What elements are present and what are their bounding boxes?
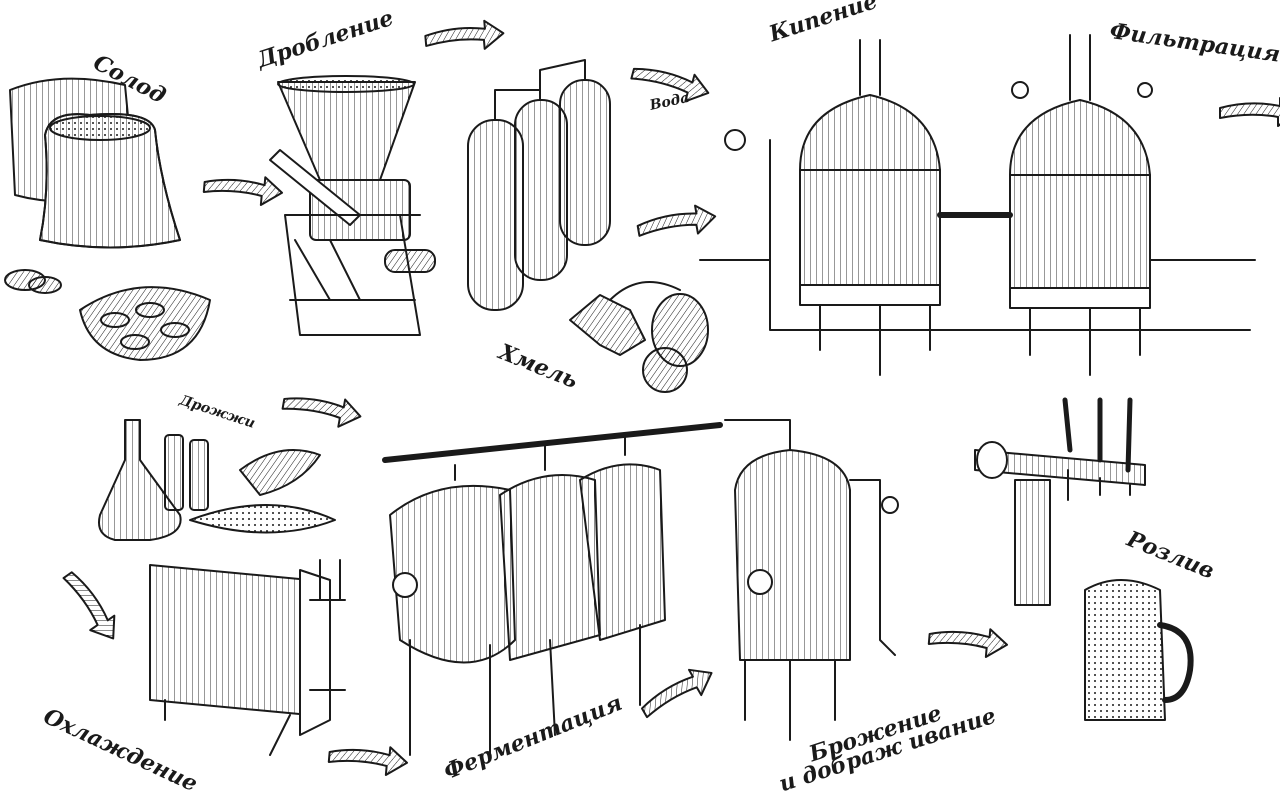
brewing-kettles-illustration: [699, 34, 1256, 376]
arrow-fermentation-to-maturation: [636, 659, 720, 726]
arrow-cooling-to-fermentation: [327, 741, 410, 778]
fermentation-tanks-illustration: [382, 422, 723, 756]
beer-tap-illustration: [974, 397, 1146, 606]
water-tanks-illustration: [467, 59, 611, 311]
grain-crusher-illustration: [269, 75, 436, 336]
heat-exchanger-illustration: [149, 559, 346, 756]
arrow-yeast-to-fermentation: [280, 388, 364, 432]
arrow-malt-to-crushing: [202, 171, 285, 208]
arrow-filtration-out: [1219, 97, 1280, 127]
arrow-maturation-to-bottling: [927, 623, 1010, 660]
arrow-crushing-to-water: [423, 18, 506, 55]
malt-grains-illustration: [4, 269, 211, 361]
arrow-yeast-to-cooling: [55, 565, 126, 648]
maturation-tank-illustration: [724, 419, 899, 741]
hops-illustration: [569, 281, 709, 393]
malt-sacks-illustration: [9, 77, 181, 249]
beer-mug-illustration: [1084, 579, 1194, 721]
yeast-illustration: [98, 419, 336, 541]
arrow-hops-to-boiling: [634, 201, 719, 245]
